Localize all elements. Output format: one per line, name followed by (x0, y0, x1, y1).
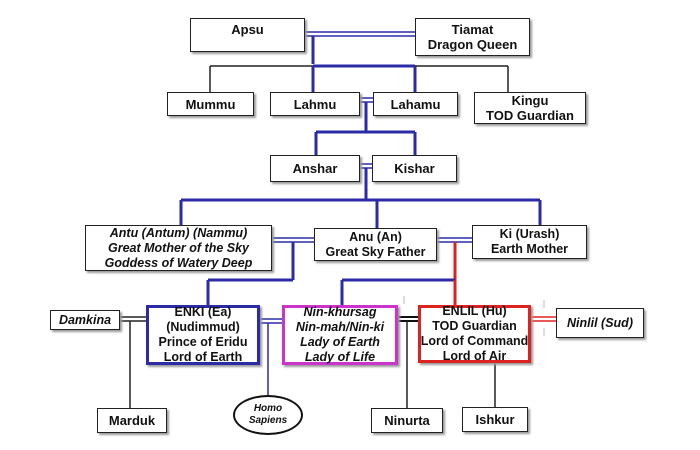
node-kishar: Kishar (372, 155, 457, 182)
node-ninlil-line-1: Ninlil (Sud) (567, 315, 633, 330)
marriage-line-enlil-ninlil (531, 316, 556, 322)
node-ninurta: Ninurta (371, 408, 443, 433)
node-ninurta-line-1: Ninurta (384, 413, 430, 428)
node-ki-line-2: Earth Mother (490, 242, 569, 256)
node-enlil-line-3: Lord of Command (420, 334, 529, 348)
node-antu-line-3: Goddess of Watery Deep (104, 255, 253, 270)
marriage-line-antu-anu (272, 237, 314, 243)
node-anu-line-2: Great Sky Father (325, 244, 426, 259)
node-anshar: Anshar (270, 155, 360, 182)
marriage-line-anshar-kishar (360, 163, 372, 169)
node-enlil-line-4: Lord of Air (442, 349, 507, 363)
node-ki: Ki (Urash)Earth Mother (472, 225, 587, 259)
node-ninkhursag-line-1: Nin-khursag (303, 305, 377, 319)
node-tiamat-line-1: Tiamat (451, 22, 494, 37)
node-lahamu: Lahamu (373, 92, 458, 116)
marriage-line-apsu-tiamat (305, 31, 415, 37)
node-ninkhursag-line-2: Nin-mah/Nin-ki (295, 320, 385, 334)
node-ninkhursag-line-4: Lady of Life (304, 350, 376, 364)
node-tiamat-line-2: Dragon Queen (427, 37, 518, 52)
node-homo-sapiens-line-2: Sapiens (248, 415, 288, 426)
node-kishar-line-1: Kishar (394, 161, 435, 176)
node-ishkur-line-1: Ishkur (475, 412, 515, 427)
node-ninlil: Ninlil (Sud) (556, 308, 644, 338)
child-line-enki (206, 242, 295, 305)
marriage-line-damkina-enki (120, 316, 146, 322)
node-apsu: Apsu (190, 18, 305, 52)
node-enki-line-2: (Nudimmud) (166, 320, 240, 334)
node-enlil-line-2: TOD Guardian (432, 319, 517, 333)
node-enki-line-3: Prince of Eridu (158, 335, 248, 349)
node-lahamu-line-1: Lahamu (390, 96, 441, 112)
marriage-line-enki-ninkhursag (260, 318, 282, 324)
node-antu-line-2: Great Mother of the Sky (108, 240, 249, 255)
children-lines-anshar-kishar (179, 168, 542, 228)
node-anu: Anu (An)Great Sky Father (314, 228, 437, 261)
node-antu: Antu (Antum) (Nammu)Great Mother of the … (85, 225, 272, 271)
children-lines-apsu-tiamat (209, 36, 509, 92)
node-enki-line-1: ENKI (Ea) (174, 305, 232, 319)
node-antu-line-1: Antu (Antum) (Nammu) (109, 225, 248, 240)
node-kingu-line-1: Kingu (511, 93, 549, 108)
node-mummu: Mummu (167, 92, 254, 116)
children-lines-lahmu-lahamu (314, 102, 417, 155)
marriage-line-anu-ki (437, 237, 472, 243)
node-damkina: Damkina (50, 310, 120, 330)
children-lines-anu-ki (340, 242, 457, 305)
node-anshar-line-1: Anshar (292, 161, 338, 176)
node-homo-sapiens-line-1: Homo (253, 403, 283, 414)
node-kingu-line-2: TOD Guardian (486, 108, 574, 123)
node-lahmu: Lahmu (270, 92, 360, 116)
node-lahmu-line-1: Lahmu (293, 96, 337, 112)
node-apsu-line-1: Apsu (231, 22, 264, 37)
node-enlil-line-1: ENLIL (Hu) (442, 304, 507, 318)
marriage-line-ninkhursag-enlil (398, 316, 418, 322)
node-marduk-line-1: Marduk (108, 413, 156, 428)
node-damkina-line-1: Damkina (58, 312, 112, 327)
decorative-ticks (403, 296, 545, 336)
node-ninkhursag-line-3: Lady of Earth (300, 335, 380, 349)
node-anu-line-1: Anu (An) (349, 229, 402, 244)
node-enki-line-4: Lord of Earth (163, 350, 243, 364)
node-ishkur: Ishkur (462, 407, 528, 432)
marriage-line-lahmu-lahamu (360, 97, 373, 103)
node-marduk: Marduk (97, 408, 167, 433)
node-ki-line-1: Ki (Urash) (499, 227, 560, 241)
node-mummu-line-1: Mummu (185, 96, 236, 112)
